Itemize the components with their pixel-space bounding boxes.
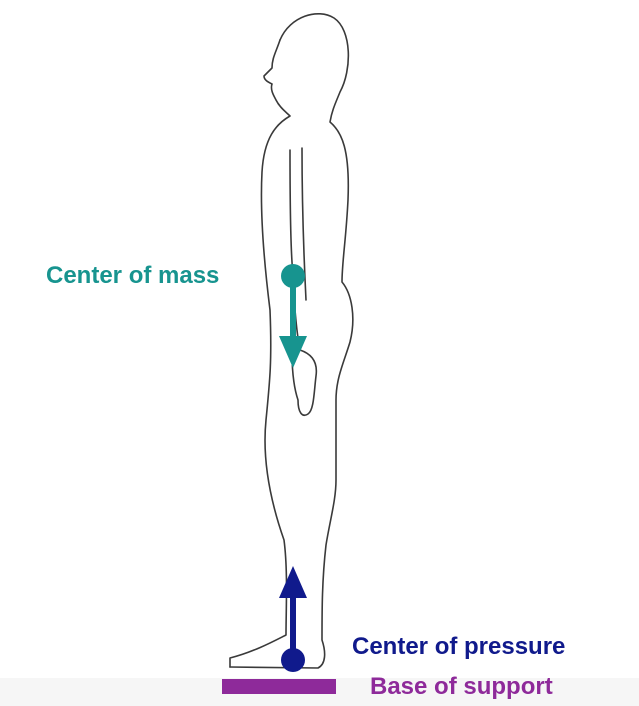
center-of-pressure-dot: [281, 648, 305, 672]
center-of-pressure-label: Center of pressure: [352, 633, 565, 661]
body-front-outline: [230, 40, 290, 667]
arrow-up-icon: [279, 566, 307, 598]
base-of-support-bar: [222, 679, 336, 694]
center-of-mass-dot: [281, 264, 305, 288]
center-of-mass-marker: [279, 264, 307, 368]
arrow-down-icon: [279, 336, 307, 368]
center-of-pressure-marker: [279, 566, 307, 672]
center-of-mass-label: Center of mass: [46, 262, 219, 290]
base-of-support-label: Base of support: [370, 673, 553, 701]
